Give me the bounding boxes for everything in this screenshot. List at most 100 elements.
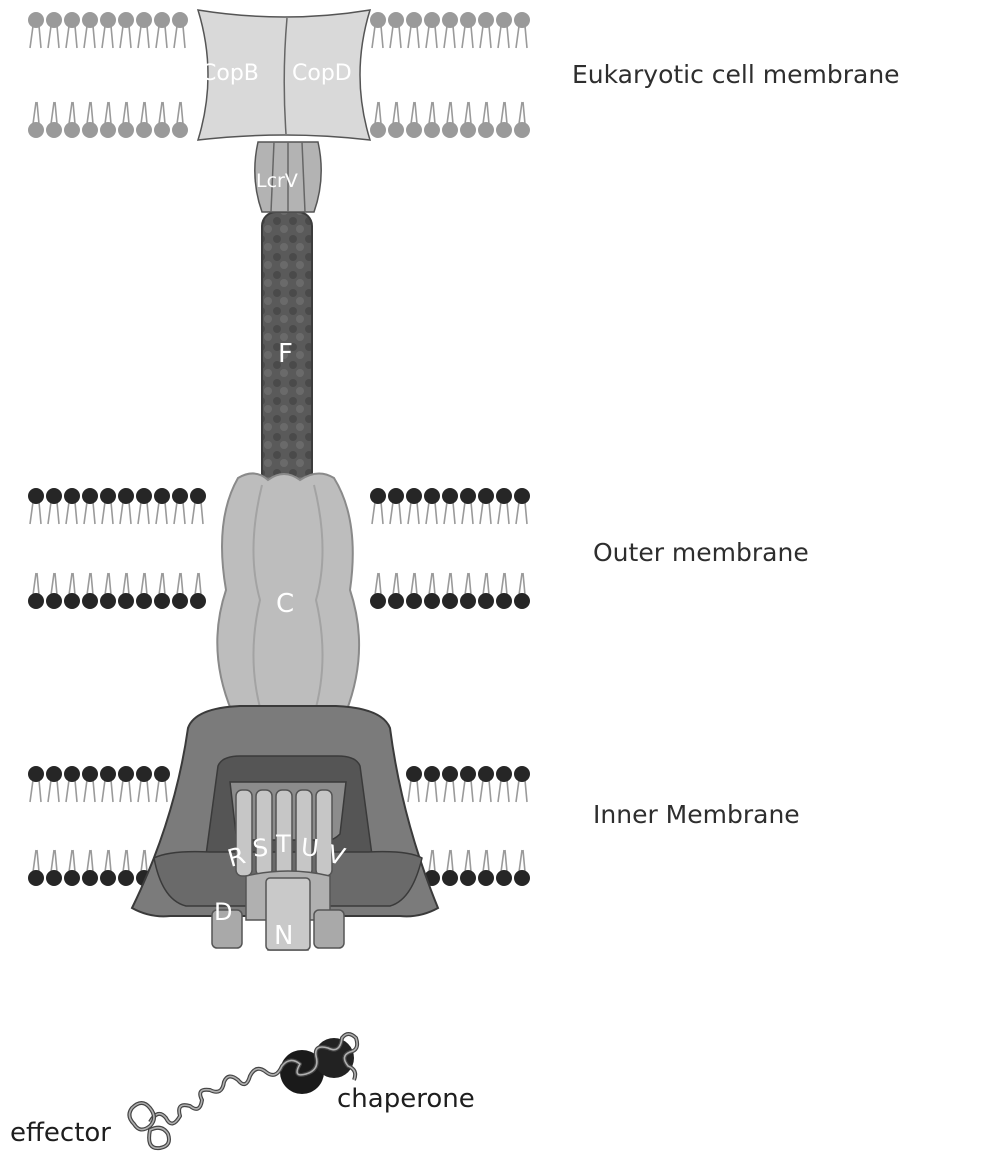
lipid-tails: [84, 502, 95, 595]
lipid-tails: [120, 780, 131, 872]
lipid-head: [118, 488, 134, 504]
lipid-head: [172, 593, 188, 609]
lipid-head: [82, 122, 98, 138]
lipid-head: [514, 870, 530, 886]
lipid-tails: [138, 26, 149, 124]
lipid-head: [514, 593, 530, 609]
lipid-head: [370, 122, 386, 138]
lipid-head: [406, 122, 422, 138]
lipid-tails: [138, 780, 149, 872]
lipid-head: [82, 870, 98, 886]
lipid-tails: [48, 780, 59, 872]
lipid-tails: [138, 502, 149, 595]
lipid-head: [370, 593, 386, 609]
lipid-tails: [192, 502, 203, 595]
lipid-tails: [444, 502, 455, 595]
effector-label: effector: [10, 1118, 111, 1148]
lipid-tails: [408, 26, 419, 124]
lipid-head: [154, 593, 170, 609]
lipid-tails: [390, 26, 401, 124]
lipid-head: [136, 488, 152, 504]
lipid-head: [442, 766, 458, 782]
lipid-head: [496, 122, 512, 138]
lipid-head: [100, 870, 116, 886]
lipid-tails: [444, 780, 455, 872]
lipid-head: [28, 766, 44, 782]
eukaryotic-membrane-label: Eukaryotic cell membrane: [572, 60, 900, 89]
lipid-head: [118, 122, 134, 138]
lipid-head: [172, 12, 188, 28]
lipid-head: [100, 122, 116, 138]
lipid-tails: [48, 26, 59, 124]
lipid-head: [478, 488, 494, 504]
lipid-head: [154, 12, 170, 28]
lipid-head: [406, 12, 422, 28]
lipid-head: [64, 766, 80, 782]
lipid-tails: [30, 780, 41, 872]
protein-label-f: F: [278, 339, 293, 369]
lipid-head: [496, 12, 512, 28]
lipid-head: [514, 488, 530, 504]
protein-label-n: N: [274, 921, 293, 951]
lipid-head: [28, 488, 44, 504]
lipid-tails: [372, 26, 383, 124]
lipid-tails: [66, 26, 77, 124]
lipid-tails: [498, 780, 509, 872]
lipid-head: [136, 122, 152, 138]
lipid-head: [118, 593, 134, 609]
lipid-tails: [174, 502, 185, 595]
lipid-head: [154, 488, 170, 504]
lipid-head: [64, 122, 80, 138]
protein-label-j: J: [157, 950, 166, 978]
lipid-head: [496, 488, 512, 504]
lipid-head: [118, 766, 134, 782]
lipid-head: [172, 488, 188, 504]
lipid-head: [64, 870, 80, 886]
lipid-head: [82, 593, 98, 609]
lipid-head: [136, 593, 152, 609]
lipid-head: [514, 766, 530, 782]
lipid-head: [370, 488, 386, 504]
lipid-head: [478, 12, 494, 28]
lipid-head: [190, 488, 206, 504]
lipid-head: [406, 766, 422, 782]
lipid-head: [514, 122, 530, 138]
lipid-head: [460, 12, 476, 28]
protein-label-s: S: [251, 833, 269, 862]
protein-label-t: T: [275, 830, 291, 858]
lipid-tails: [480, 26, 491, 124]
lipid-head: [46, 766, 62, 782]
lipid-tails: [516, 26, 527, 124]
lipid-head: [46, 593, 62, 609]
lipid-head: [118, 12, 134, 28]
lipid-tails: [390, 502, 401, 595]
lipid-tails: [462, 780, 473, 872]
lipid-head: [46, 488, 62, 504]
lipid-head: [64, 488, 80, 504]
lipid-head: [424, 122, 440, 138]
lipid-head: [46, 122, 62, 138]
inner-membrane-label: Inner Membrane: [593, 800, 800, 829]
protein-label-lcrv: LcrV: [256, 170, 298, 192]
lipid-tails: [408, 502, 419, 595]
lipid-tails: [480, 780, 491, 872]
lipid-tails: [102, 26, 113, 124]
lipid-head: [424, 12, 440, 28]
protein-label-copd: CopD: [292, 61, 352, 86]
lipid-head: [82, 12, 98, 28]
lipid-head: [136, 12, 152, 28]
lipid-head: [154, 766, 170, 782]
lipid-tails: [120, 26, 131, 124]
lipid-tails: [84, 26, 95, 124]
effector-chaperone-complex: [129, 1034, 357, 1148]
lipid-tails: [66, 780, 77, 872]
basal-body: [132, 706, 438, 950]
chaperone-label: chaperone: [337, 1084, 475, 1114]
lipid-head: [460, 870, 476, 886]
protein-label-u: U: [300, 833, 320, 863]
protein-label-copb: CopB: [201, 61, 259, 86]
lipid-head: [82, 488, 98, 504]
lipid-tails: [462, 26, 473, 124]
lipid-head: [100, 593, 116, 609]
lipid-head: [172, 122, 188, 138]
